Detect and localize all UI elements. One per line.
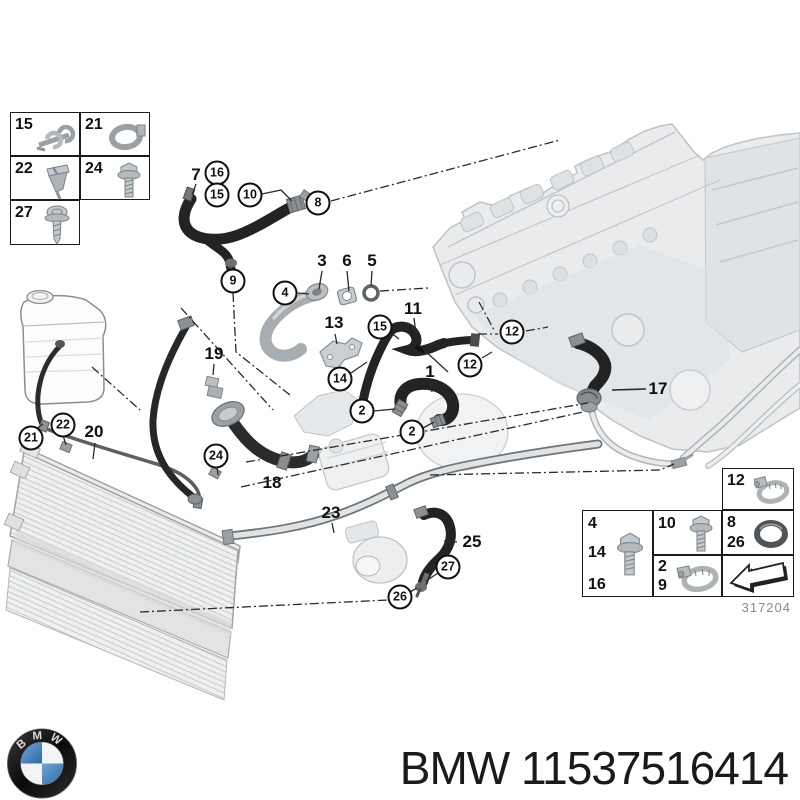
callout-23: 23 — [321, 503, 341, 522]
pipe-23-illustration — [221, 439, 603, 546]
diagram-illustration — [3, 123, 800, 700]
callout-2: 2 — [349, 398, 375, 424]
worm-drive-clamp-icon — [753, 476, 790, 504]
callout-10: 10 — [237, 182, 263, 208]
legend-cell-direction-arrow — [722, 555, 794, 597]
hex-bolt-icon — [689, 515, 713, 552]
legend-cell-24: 24 — [80, 156, 150, 200]
callout-14: 14 — [327, 366, 353, 392]
engine-illustration — [432, 123, 800, 453]
bmw-logo: BMW — [7, 728, 77, 799]
hex-bolt-icon — [616, 532, 644, 576]
legend-cell-10: 10 — [653, 510, 722, 555]
callout-16: 16 — [204, 160, 230, 186]
legend-cell-21: 21 — [80, 112, 150, 156]
callout-26: 26 — [387, 584, 413, 610]
legend-cell-4-14-16: 4 14 16 — [582, 510, 653, 597]
callout-15: 15 — [367, 314, 393, 340]
legend-cell-22: 22 — [10, 156, 80, 200]
legend-cell-27: 27 — [10, 200, 80, 245]
hoses-illustration — [149, 186, 612, 598]
callout-19: 19 — [204, 344, 224, 363]
screw-icon — [44, 205, 70, 245]
expanding-rivet-icon — [46, 164, 70, 200]
coolant-pipes-illustration — [588, 346, 800, 470]
callout-9: 9 — [220, 268, 246, 294]
worm-drive-clamp-icon — [676, 565, 719, 593]
radiator-illustration — [3, 441, 241, 700]
callout-22: 22 — [50, 412, 76, 438]
leader-lines — [35, 139, 675, 613]
callout-12: 12 — [457, 352, 483, 378]
o-ring-icon — [754, 520, 788, 548]
callout-3: 3 — [317, 251, 327, 270]
pipe-clip-icon — [36, 124, 76, 152]
callout-1: 1 — [425, 362, 435, 381]
callout-12: 12 — [499, 319, 525, 345]
callout-18: 18 — [262, 473, 282, 492]
legend-cell-2-9: 2 9 — [653, 555, 722, 597]
diagram-number: 317204 — [741, 600, 791, 615]
callout-6: 6 — [342, 251, 352, 270]
hose-clamp-ring-icon — [109, 123, 146, 151]
callout-21: 21 — [18, 425, 44, 451]
callout-25: 25 — [462, 532, 482, 551]
callout-24: 24 — [203, 443, 229, 469]
part-number-title: BMW 11537516414 — [399, 742, 789, 794]
callout-13: 13 — [324, 313, 344, 332]
callout-7: 7 — [191, 165, 201, 184]
callout-5: 5 — [367, 251, 377, 270]
hex-bolt-icon — [117, 162, 141, 198]
callout-15: 15 — [204, 182, 230, 208]
callout-8: 8 — [305, 190, 331, 216]
callout-2: 2 — [399, 419, 425, 445]
callout-11: 11 — [404, 299, 422, 318]
callout-20: 20 — [84, 422, 104, 441]
callout-4: 4 — [272, 280, 298, 306]
callout-27: 27 — [435, 554, 461, 580]
legend-cell-8-26: 8 26 — [722, 510, 794, 555]
legend-cell-12: 12 — [722, 468, 794, 510]
direction-arrow-icon — [729, 561, 788, 593]
callout-17: 17 — [648, 379, 668, 398]
legend-cell-15: 15 — [10, 112, 80, 156]
